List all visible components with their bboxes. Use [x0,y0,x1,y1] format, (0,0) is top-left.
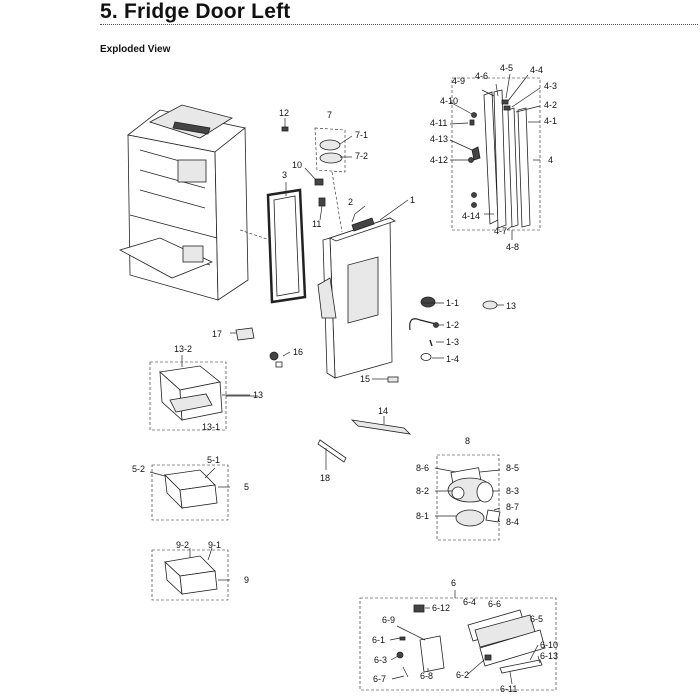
callout-13-a: 13 [506,301,516,311]
callout-18: 18 [320,473,330,483]
callout-7: 7 [327,110,332,120]
callout-1-2: 1-2 [446,320,459,330]
dispenser-assembly-illustration [434,454,501,541]
callout-9-2: 9-2 [176,540,189,550]
door-display-assembly-illustration [359,597,557,691]
door-bin-5-illustration [151,464,230,521]
callout-6-12: 6-12 [432,603,450,613]
door-bin-13-illustration [149,355,250,431]
callout-6-6: 6-6 [488,599,501,609]
callout-7-2: 7-2 [355,151,368,161]
door-gasket-illustration [239,188,307,304]
callout-7-1: 7-1 [355,130,368,140]
callout-4-11: 4-11 [430,118,447,128]
callout-10: 10 [292,160,302,170]
callout-2: 2 [348,197,353,207]
hinge-parts-illustration [281,118,353,233]
callout-4-1: 4-1 [544,116,557,126]
callout-4: 4 [548,155,553,165]
callout-1-3: 1-3 [446,337,459,347]
callout-8-4: 8-4 [506,517,519,527]
leader-lines [149,167,541,680]
callout-16: 16 [293,347,303,357]
callout-8-3: 8-3 [506,486,519,496]
callout-8: 8 [465,436,470,446]
callout-8-5: 8-5 [506,463,519,473]
callout-17: 17 [212,329,222,339]
callout-6-2: 6-2 [456,670,469,680]
callout-6-3: 6-3 [374,655,387,665]
section-subtitle: Exploded View [100,44,171,55]
callout-12: 12 [279,108,289,118]
callout-9: 9 [244,575,249,585]
callout-9-1: 9-1 [208,540,221,550]
callout-4-6: 4-6 [475,71,488,81]
callout-3: 3 [282,170,287,180]
callout-6-13: 6-13 [540,651,558,661]
callout-4-4: 4-4 [530,65,543,75]
callout-1-4: 1-4 [446,354,459,364]
callout-6-7: 6-7 [373,674,386,684]
callout-8-2: 8-2 [416,486,429,496]
callout-5: 5 [244,482,249,492]
callout-4-9: 4-9 [452,76,465,86]
callout-8-1: 8-1 [416,511,429,521]
callout-6-9: 6-9 [382,615,395,625]
fridge-door-illustration [317,213,396,379]
callout-13-1: 13-1 [202,422,220,432]
callout-5-2: 5-2 [132,464,145,474]
small-parts-illustration [230,327,291,368]
callout-6-4: 6-4 [463,597,476,607]
callout-4-5: 4-5 [500,63,513,73]
callout-8-6: 8-6 [416,463,429,473]
door-parts-illustration [387,296,498,383]
callout-6-10: 6-10 [540,640,558,650]
callout-4-10: 4-10 [440,96,458,106]
callout-4-7: 4-7 [494,226,507,236]
callout-4-8: 4-8 [506,242,519,252]
trim-parts-illustration [317,416,412,470]
callout-1: 1 [410,195,415,205]
callout-14: 14 [378,406,388,416]
callout-6-8: 6-8 [420,671,433,681]
callout-4-3: 4-3 [544,81,557,91]
door-frame-assembly-illustration [449,73,541,240]
callout-6-1: 6-1 [372,635,385,645]
callout-4-12: 4-12 [430,155,448,165]
callout-6: 6 [451,578,456,588]
callout-15: 15 [360,374,370,384]
callout-5-1: 5-1 [207,455,220,465]
callout-11: 11 [312,219,321,229]
callout-13-2: 13-2 [174,344,192,354]
title-underline [100,24,698,25]
callout-8-7: 8-7 [506,502,519,512]
callout-6-5: 6-5 [530,614,543,624]
callout-labels: 12 7 7-1 7-2 3 10 11 2 1 4-9 4-6 4-5 4-4… [132,63,558,694]
callout-1-1: 1-1 [446,298,459,308]
page-title: 5. Fridge Door Left [100,0,291,23]
callout-13-b: 13 [253,390,263,400]
door-bin-9-illustration [151,549,230,601]
fridge-cabinet-illustration [118,104,249,301]
callout-4-14: 4-14 [462,211,480,221]
callout-4-2: 4-2 [544,100,557,110]
callout-6-11: 6-11 [500,684,517,694]
callout-4-13: 4-13 [430,134,448,144]
